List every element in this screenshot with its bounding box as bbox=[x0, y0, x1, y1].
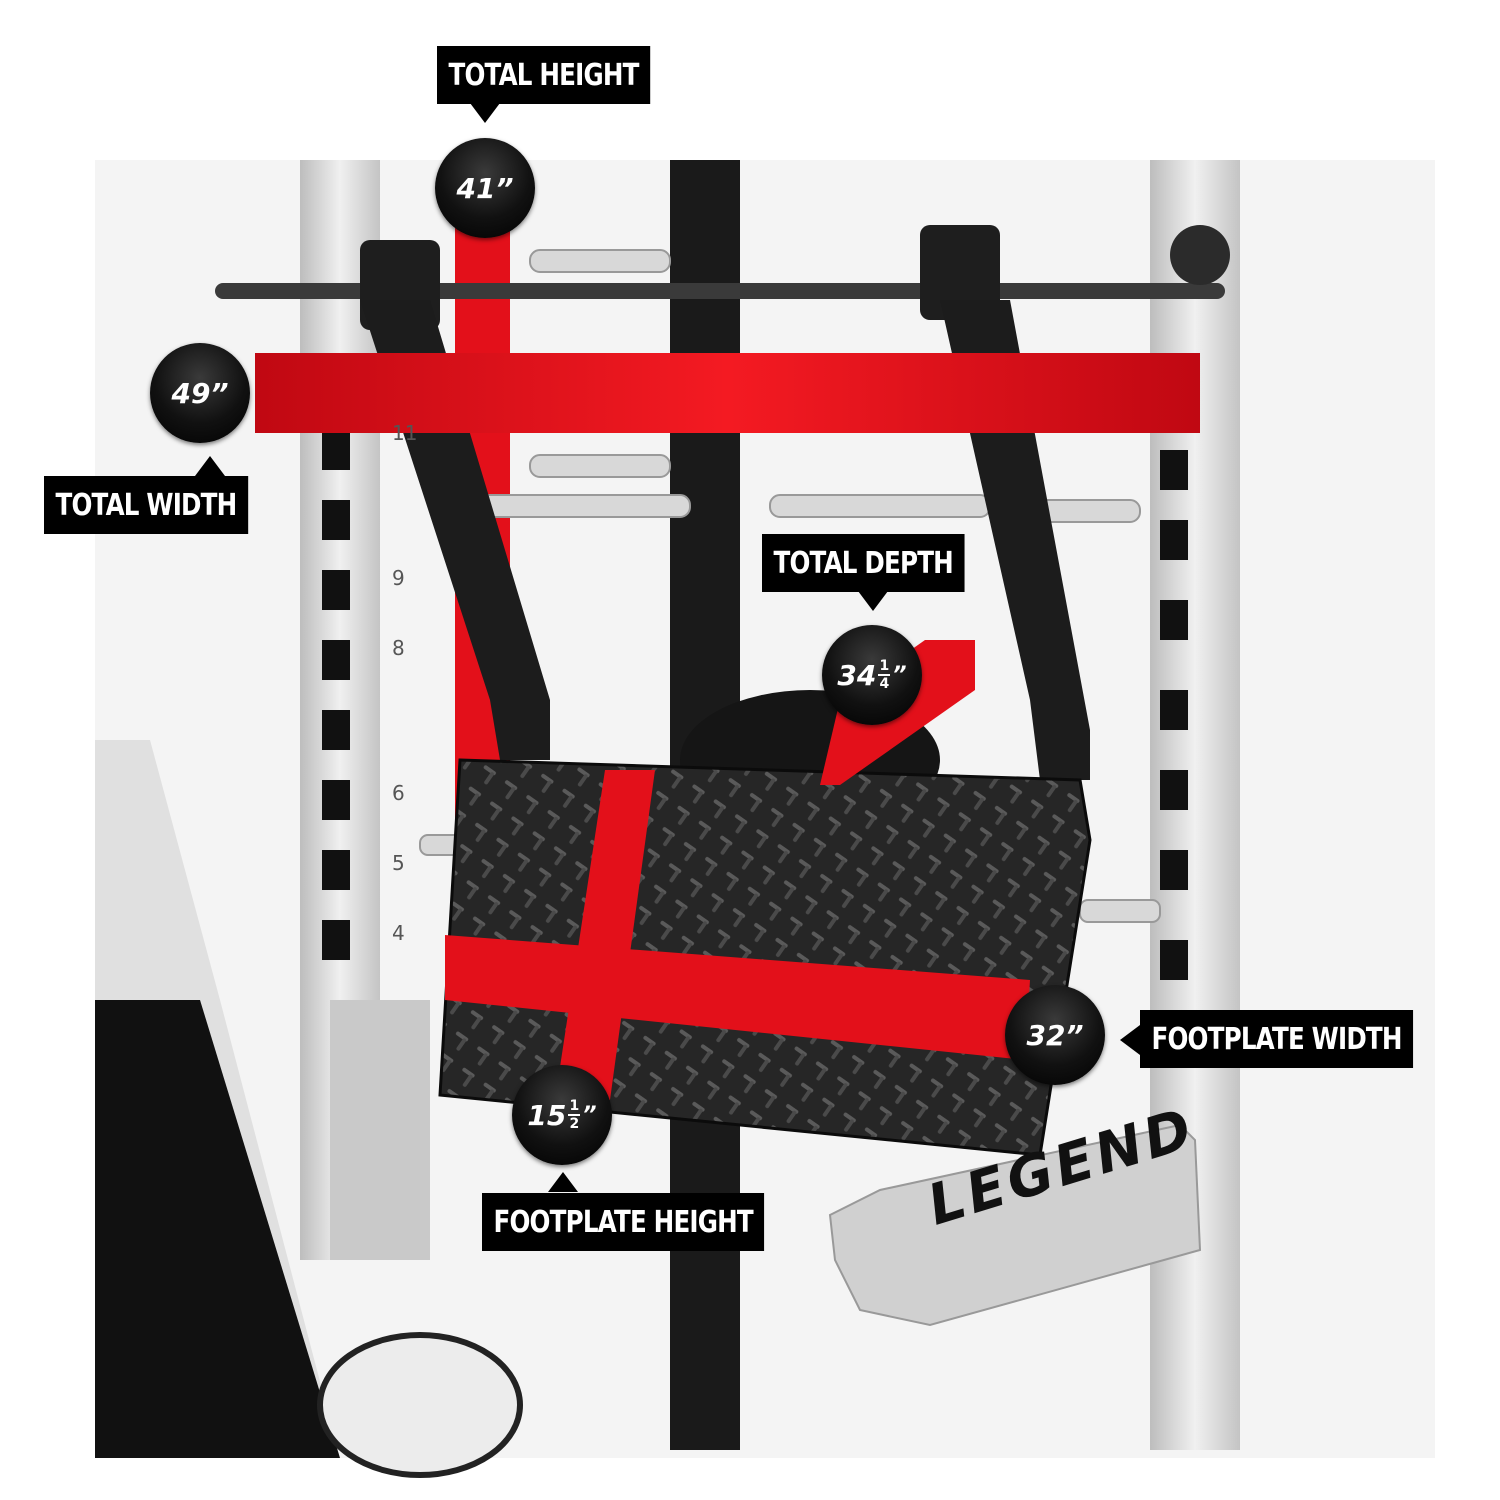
rack-hole-number: 8 bbox=[392, 636, 405, 660]
total-height-label: TOTAL HEIGHT bbox=[437, 46, 651, 104]
rack-hole-number: 4 bbox=[392, 921, 405, 945]
rack-hole-number: 6 bbox=[392, 781, 405, 805]
footplate-width-label: FOOTPLATE WIDTH bbox=[1140, 1010, 1414, 1068]
footplate-height-inch-mark: ” bbox=[582, 1102, 597, 1128]
rack-hole-number: 11 bbox=[392, 421, 417, 445]
depth-denominator: 4 bbox=[879, 676, 890, 692]
depth-whole: 34 bbox=[837, 658, 877, 692]
footplate-height-badge: 15 1 2 ” bbox=[512, 1065, 612, 1165]
fraction-bar bbox=[878, 674, 891, 676]
footplate-height-numerator: 1 bbox=[569, 1098, 580, 1114]
height-badge: 41” bbox=[435, 138, 535, 238]
width-badge: 49” bbox=[150, 343, 250, 443]
footplate-height-label: FOOTPLATE HEIGHT bbox=[482, 1193, 765, 1251]
rack-hole-number: 9 bbox=[392, 566, 405, 590]
footplate-width-badge: 32” bbox=[1005, 985, 1105, 1085]
depth-fraction: 1 4 bbox=[878, 658, 891, 692]
depth-numerator: 1 bbox=[879, 658, 890, 674]
depth-badge: 34 1 4 ” bbox=[822, 625, 922, 725]
rack-hole-number: 5 bbox=[392, 851, 405, 875]
footplate-height-whole: 15 bbox=[527, 1098, 567, 1132]
total-depth-label: TOTAL DEPTH bbox=[762, 534, 965, 592]
j-hook bbox=[828, 1123, 1202, 1327]
footplate-height-pointer-icon bbox=[548, 1172, 578, 1192]
footplate-height-bar bbox=[555, 770, 655, 1100]
bench bbox=[95, 740, 523, 1478]
left-upright bbox=[300, 160, 430, 1260]
footplate-height-fraction: 1 2 bbox=[568, 1098, 581, 1132]
total-height-pointer-icon bbox=[470, 103, 500, 123]
total-width-pointer-icon bbox=[195, 456, 225, 476]
fraction-bar bbox=[568, 1114, 581, 1116]
footplate-width-pointer-icon bbox=[1120, 1025, 1140, 1055]
total-width-label: TOTAL WIDTH bbox=[44, 476, 248, 534]
depth-inch-mark: ” bbox=[892, 662, 907, 688]
total-depth-pointer-icon bbox=[858, 591, 888, 611]
footplate-height-denominator: 2 bbox=[569, 1116, 580, 1132]
width-indicator-bar bbox=[255, 353, 1200, 433]
